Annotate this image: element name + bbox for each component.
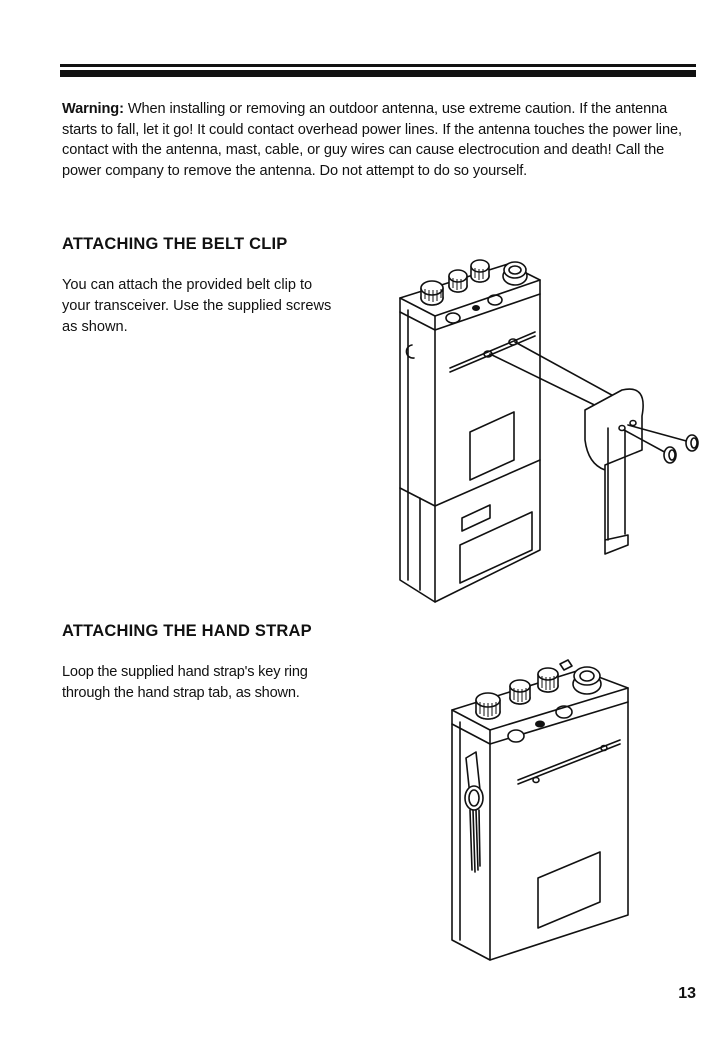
transceiver-drawing [451,659,629,961]
belt-clip-text: You can attach the provided belt clip to… [62,277,332,335]
hand-strap-illustration [451,659,629,961]
page-number: 13 [678,985,696,1002]
warning-lead: Warning: [62,101,124,117]
belt-clip-drawing [489,341,644,555]
hand-strap-drawing [464,751,484,873]
transceiver-drawing [399,259,541,603]
belt-clip-illustration [399,259,699,603]
header-rule [60,64,696,77]
hand-strap-heading: ATTACHING THE HAND STRAP [62,622,312,640]
warning-paragraph: Warning: When installing or removing an … [62,99,698,181]
hand-strap-text: Loop the supplied hand strap's key ring … [62,664,308,701]
warning-text: When installing or removing an outdoor a… [62,101,682,179]
screws-drawing [623,424,699,464]
belt-clip-heading: ATTACHING THE BELT CLIP [62,235,288,253]
